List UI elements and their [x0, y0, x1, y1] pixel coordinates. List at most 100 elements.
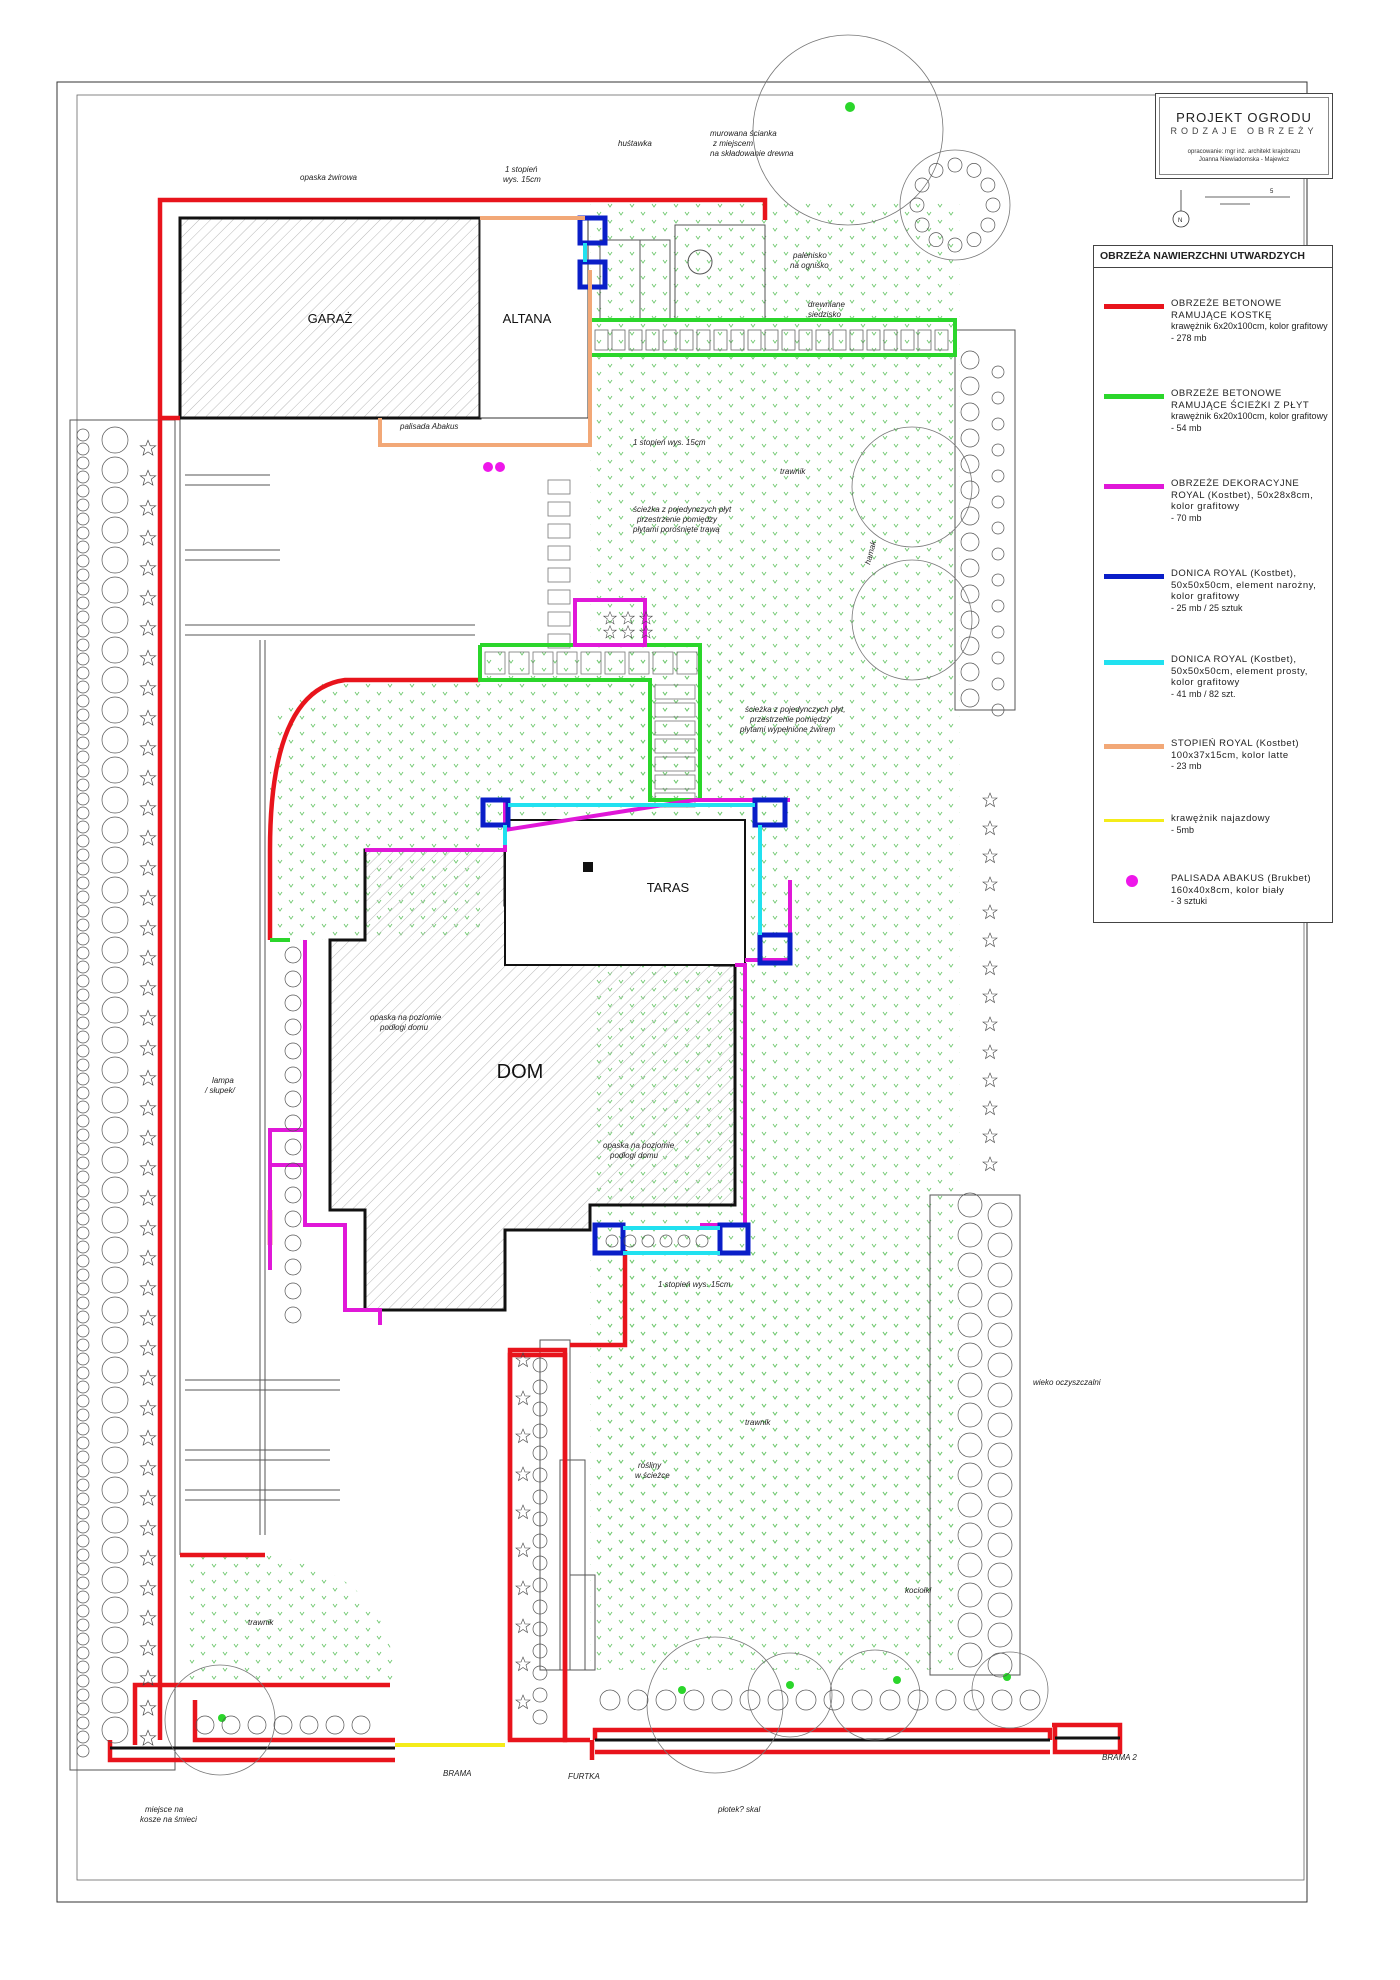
label-palisada: palisada Abakus [399, 422, 458, 431]
shrub-symbol [957, 1462, 983, 1488]
shrub-symbol [76, 932, 90, 946]
shrub-symbol [532, 1511, 548, 1527]
shrub-symbol [960, 428, 980, 448]
path-slab [654, 756, 696, 772]
stepping-stone [547, 545, 571, 561]
shrub-symbol [284, 1282, 302, 1300]
path-slab [654, 684, 696, 700]
shrub-symbol [76, 764, 90, 778]
paver [798, 329, 813, 351]
path-slab [604, 651, 626, 675]
shrub-symbol [960, 532, 980, 552]
shrub-symbol [960, 662, 980, 682]
path-slab [508, 651, 530, 675]
label-opaska1b: podłogi domu [379, 1023, 429, 1032]
shrub-symbol [284, 1234, 302, 1252]
path-slab [676, 651, 698, 675]
shrub-symbol [76, 568, 90, 582]
altana [479, 217, 589, 419]
perennial-symbol [139, 1489, 157, 1506]
shrub-symbol [76, 722, 90, 736]
path-slab [532, 651, 554, 675]
shrub-symbol [76, 1702, 90, 1716]
shrub-symbol [101, 1086, 129, 1114]
step-royal-orange [378, 216, 592, 447]
shrub-symbol [76, 1226, 90, 1240]
shrub-symbol [284, 1186, 302, 1204]
shrub-symbol [532, 1621, 548, 1637]
shrub-symbol [76, 1212, 90, 1226]
scale-bar: 5 [1205, 189, 1290, 205]
perennial-symbol [139, 1519, 157, 1536]
shrub-symbol [76, 652, 90, 666]
shrub-symbol [284, 1114, 302, 1132]
shrub-symbol [76, 1506, 90, 1520]
shrub-symbol [605, 1234, 619, 1248]
shrub-symbol [76, 1352, 90, 1366]
shrub-symbol [76, 1044, 90, 1058]
shrub-symbol [991, 677, 1005, 691]
page-frame [56, 81, 1308, 1903]
perennial-symbol [139, 769, 157, 786]
legend: OBRZEŻA NAWIERZCHNI UTWARDZYCH OBRZEŻE B… [1093, 245, 1333, 923]
shrub-symbol [623, 1234, 637, 1248]
label-opaska2a: opaska na poziomie [603, 1141, 675, 1150]
perennial-symbol [139, 949, 157, 966]
perennial-symbol [139, 469, 157, 486]
shrub-symbol [76, 792, 90, 806]
shrub-symbol [532, 1467, 548, 1483]
shrub-symbol [76, 1492, 90, 1506]
shrub-symbol [985, 197, 1001, 213]
path-slab [556, 651, 578, 675]
shrub-symbol [101, 576, 129, 604]
label-trawnik2: trawnik [745, 1418, 771, 1427]
shrub-symbol [101, 1536, 129, 1564]
perennial-symbol [139, 1099, 157, 1116]
shrub-symbol [76, 1198, 90, 1212]
shrub-symbol [76, 988, 90, 1002]
shrub-symbol [695, 1234, 709, 1248]
path-slab [628, 651, 650, 675]
shrub-symbol [76, 1366, 90, 1380]
shrub-symbol [76, 1688, 90, 1702]
shrub-symbol [76, 1254, 90, 1268]
shrub-symbol [284, 1210, 302, 1228]
left-planting-strip [69, 419, 176, 1771]
shrub-symbol [935, 1689, 957, 1711]
shrub-symbol [284, 994, 302, 1012]
shrub-symbol [957, 1222, 983, 1248]
shrub-symbol [101, 636, 129, 664]
altana-label: ALTANA [503, 311, 552, 326]
shrub-symbol [101, 1026, 129, 1054]
shrub-symbol [532, 1643, 548, 1659]
shrub-symbol [76, 960, 90, 974]
shrub-symbol [655, 1689, 677, 1711]
shrub-symbol [76, 778, 90, 792]
stepping-stone [547, 567, 571, 583]
shrub-symbol [987, 1382, 1013, 1408]
perennial-symbol [139, 1549, 157, 1566]
shrub-symbol [101, 1296, 129, 1324]
shrub-symbol [683, 1689, 705, 1711]
author-info: opracowanie: mgr inż. architekt krajobra… [1187, 149, 1301, 163]
shrub-symbol [76, 1310, 90, 1324]
perennial-symbol [515, 1466, 531, 1481]
perennial-symbol [139, 889, 157, 906]
shrub-symbol [101, 666, 129, 694]
title-block: PROJEKT OGRODU RODZAJE OBRZEŻY opracowan… [1155, 93, 1333, 179]
shrub-symbol [76, 736, 90, 750]
perennial-symbol [139, 439, 157, 456]
shrub-symbol [101, 786, 129, 814]
paver [815, 329, 830, 351]
shrub-symbol [76, 484, 90, 498]
label-palenisko1: palenisko [792, 251, 827, 260]
path-slab [654, 738, 696, 754]
shrub-symbol [960, 480, 980, 500]
taras-label: TARAS [647, 880, 690, 895]
perennial-symbol [139, 1729, 157, 1746]
shrub-symbol [960, 402, 980, 422]
shrub-symbol [76, 526, 90, 540]
shrub-symbol [101, 1266, 129, 1294]
shrub-symbol [76, 1618, 90, 1632]
label-lampa1: lampa [212, 1076, 234, 1085]
